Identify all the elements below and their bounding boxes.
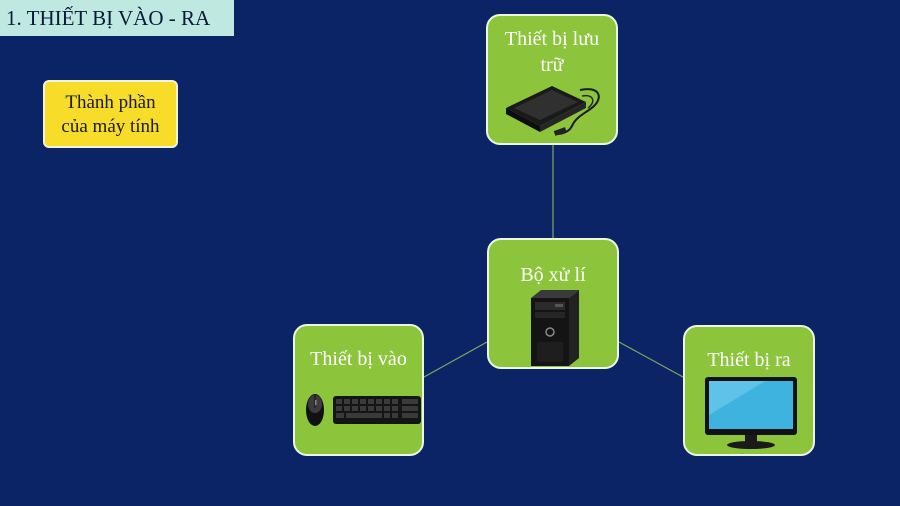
node-input-device: Thiết bị vào [293, 324, 424, 456]
external-hard-drive-icon [506, 86, 600, 136]
note-line-2: của máy tính [61, 116, 160, 137]
components-note: Thành phần của máy tính [43, 80, 178, 148]
node-output-device: Thiết bị ra [683, 325, 815, 456]
note-line-1: Thành phần [65, 92, 156, 113]
node-processor-label: Bộ xử lí [520, 264, 586, 286]
edge-processor-output [618, 341, 684, 378]
node-storage-label: Thiết bị lưu trữ [504, 28, 600, 76]
node-processor: Bộ xử lí [487, 238, 619, 369]
node-input-label: Thiết bị vào [310, 348, 407, 370]
edge-processor-input [423, 341, 488, 378]
node-storage-device: Thiết bị lưu trữ [486, 14, 618, 145]
monitor-icon [705, 377, 797, 449]
slide-title: 1. THIẾT BỊ VÀO - RA [0, 0, 234, 36]
pc-tower-icon [531, 290, 579, 366]
node-output-label: Thiết bị ra [707, 349, 791, 371]
mouse-keyboard-icon [306, 394, 421, 426]
